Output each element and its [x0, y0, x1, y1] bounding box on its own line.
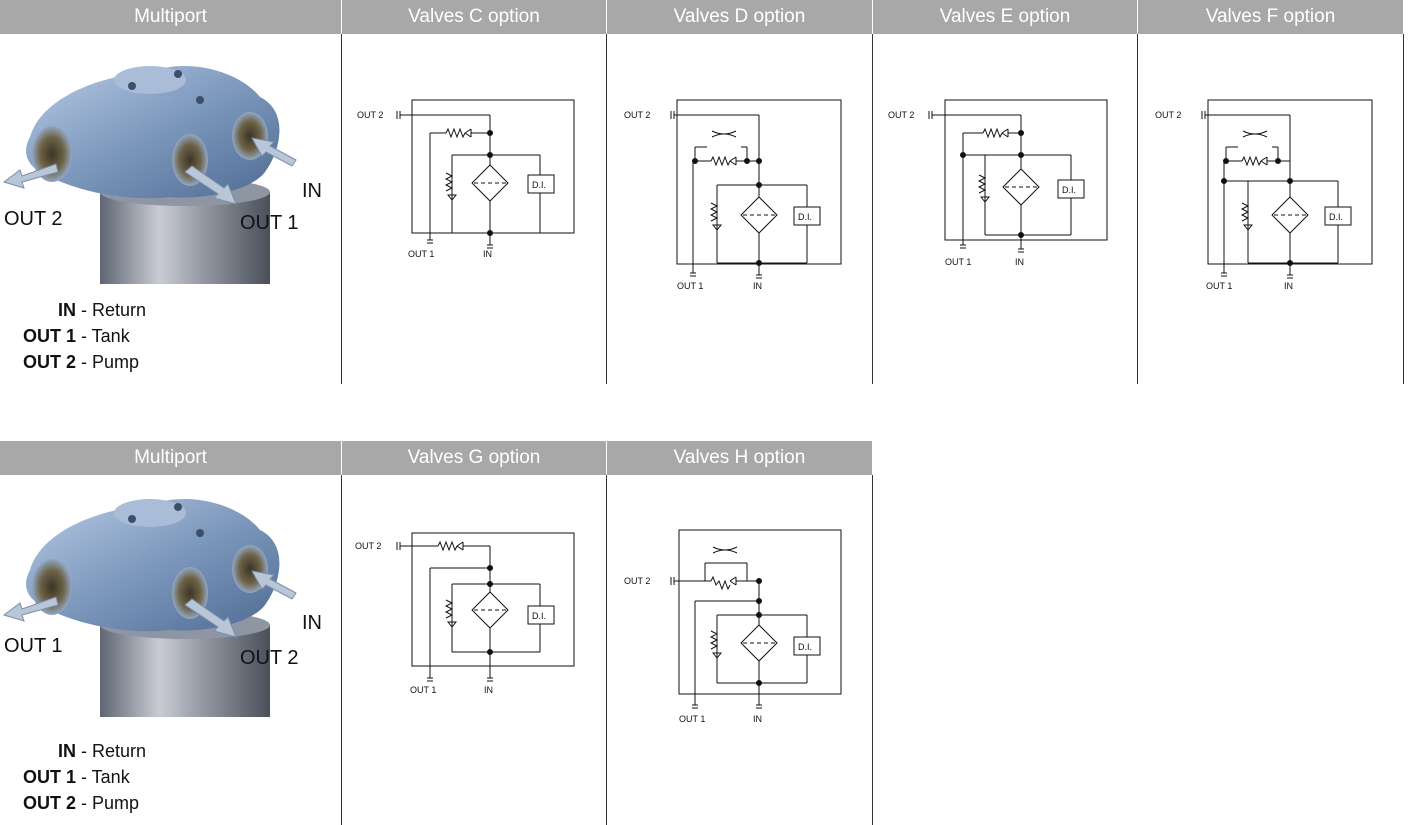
label-out1: OUT 1	[1206, 281, 1232, 291]
multiport-filter-illustration	[2, 66, 297, 284]
port-legend-2: IN - Return OUT 1 - Tank OUT 2 - Pump	[10, 738, 146, 816]
header-multiport-2: Multiport	[0, 441, 341, 475]
column-divider	[1403, 34, 1404, 384]
legend-value: Return	[92, 300, 147, 320]
label-out2: OUT 2	[1155, 110, 1181, 120]
legend-value: Pump	[92, 793, 140, 813]
legend-value: Tank	[91, 767, 130, 787]
filter-bowl	[100, 625, 270, 717]
port-left	[32, 559, 72, 615]
legend-separator: -	[76, 767, 92, 787]
label-in: IN	[484, 685, 493, 695]
column-divider	[341, 475, 342, 825]
legend-separator: -	[76, 352, 92, 372]
label-in: IN	[753, 281, 762, 291]
schematic-valves-f: OUT 2 D.I. OUT 1 IN	[1155, 99, 1373, 291]
label-out1: OUT 1	[410, 685, 436, 695]
filter-bowl	[100, 192, 270, 284]
schematic-valves-g: OUT 2 D.I. OUT 1 IN	[355, 532, 575, 695]
schematic-valves-e: OUT 2 D.I. OUT 1 IN	[888, 99, 1108, 267]
header-valves-c: Valves C option	[342, 0, 606, 34]
photo-label-right: IN	[302, 180, 322, 202]
arrow-center	[184, 165, 237, 205]
label-di: D.I.	[1062, 185, 1076, 195]
header-valves-g: Valves G option	[342, 441, 606, 475]
legend-row: IN - Return	[10, 738, 146, 764]
arrow-left	[2, 163, 59, 189]
schematic-valves-h: OUT 2 D.I. OUT 1 IN	[624, 529, 842, 724]
label-di: D.I.	[1329, 212, 1343, 222]
label-in: IN	[483, 249, 492, 259]
legend-separator: -	[76, 793, 92, 813]
photo-label-center: OUT 1	[240, 212, 299, 234]
label-out1: OUT 1	[945, 257, 971, 267]
port-left	[32, 126, 72, 182]
arrow-left	[2, 596, 59, 622]
column-divider	[872, 34, 873, 384]
column-divider	[341, 34, 342, 384]
legend-row: OUT 2 - Pump	[10, 349, 146, 375]
header-valves-h: Valves H option	[607, 441, 872, 475]
label-di: D.I.	[532, 611, 546, 621]
photo-label-left: OUT 1	[4, 635, 63, 657]
column-divider	[872, 475, 873, 825]
filter-head	[26, 499, 280, 632]
arrow-right	[251, 570, 297, 600]
arrow-center	[184, 598, 237, 638]
legend-row: OUT 1 - Tank	[10, 764, 146, 790]
legend-row: OUT 2 - Pump	[10, 790, 146, 816]
photo-label-left: OUT 2	[4, 208, 63, 230]
arrow-right	[251, 137, 297, 167]
header-valves-d: Valves D option	[607, 0, 872, 34]
legend-value: Pump	[92, 352, 140, 372]
label-in: IN	[1284, 281, 1293, 291]
legend-value: Return	[92, 741, 147, 761]
label-out1: OUT 1	[408, 249, 434, 259]
port-legend-1: IN - Return OUT 1 - Tank OUT 2 - Pump	[10, 297, 146, 375]
label-out1: OUT 1	[679, 714, 705, 724]
legend-separator: -	[76, 741, 92, 761]
legend-separator: -	[76, 326, 92, 346]
label-di: D.I.	[798, 212, 812, 222]
photo-label-center: OUT 2	[240, 647, 299, 669]
legend-key: OUT 2	[22, 352, 76, 372]
label-out2: OUT 2	[355, 541, 381, 551]
schematic-valves-c: OUT 2 D.I. OUT 1 IN	[357, 99, 575, 259]
header-valves-e: Valves E option	[873, 0, 1137, 34]
photo-label-right: IN	[302, 612, 322, 634]
label-out1: OUT 1	[677, 281, 703, 291]
legend-key: IN	[58, 300, 76, 320]
header-multiport-1: Multiport	[0, 0, 341, 34]
legend-key: OUT 1	[22, 326, 76, 346]
schematic-valves-d: OUT 2 D.I. OUT 1 IN	[624, 99, 842, 291]
label-out2: OUT 2	[624, 576, 650, 586]
label-out2: OUT 2	[357, 110, 383, 120]
legend-value: Tank	[91, 326, 130, 346]
label-di: D.I.	[798, 642, 812, 652]
label-out2: OUT 2	[624, 110, 650, 120]
label-di: D.I.	[532, 180, 546, 190]
legend-key: OUT 1	[22, 767, 76, 787]
legend-row: IN - Return	[10, 297, 146, 323]
label-in: IN	[753, 714, 762, 724]
legend-key: IN	[58, 741, 76, 761]
legend-row: OUT 1 - Tank	[10, 323, 146, 349]
column-divider	[1137, 34, 1138, 384]
legend-key: OUT 2	[22, 793, 76, 813]
filter-head	[26, 66, 280, 199]
label-in: IN	[1015, 257, 1024, 267]
legend-separator: -	[76, 300, 92, 320]
column-divider	[606, 34, 607, 384]
label-out2: OUT 2	[888, 110, 914, 120]
header-valves-f: Valves F option	[1138, 0, 1403, 34]
multiport-filter-illustration	[2, 499, 297, 717]
column-divider	[606, 475, 607, 825]
